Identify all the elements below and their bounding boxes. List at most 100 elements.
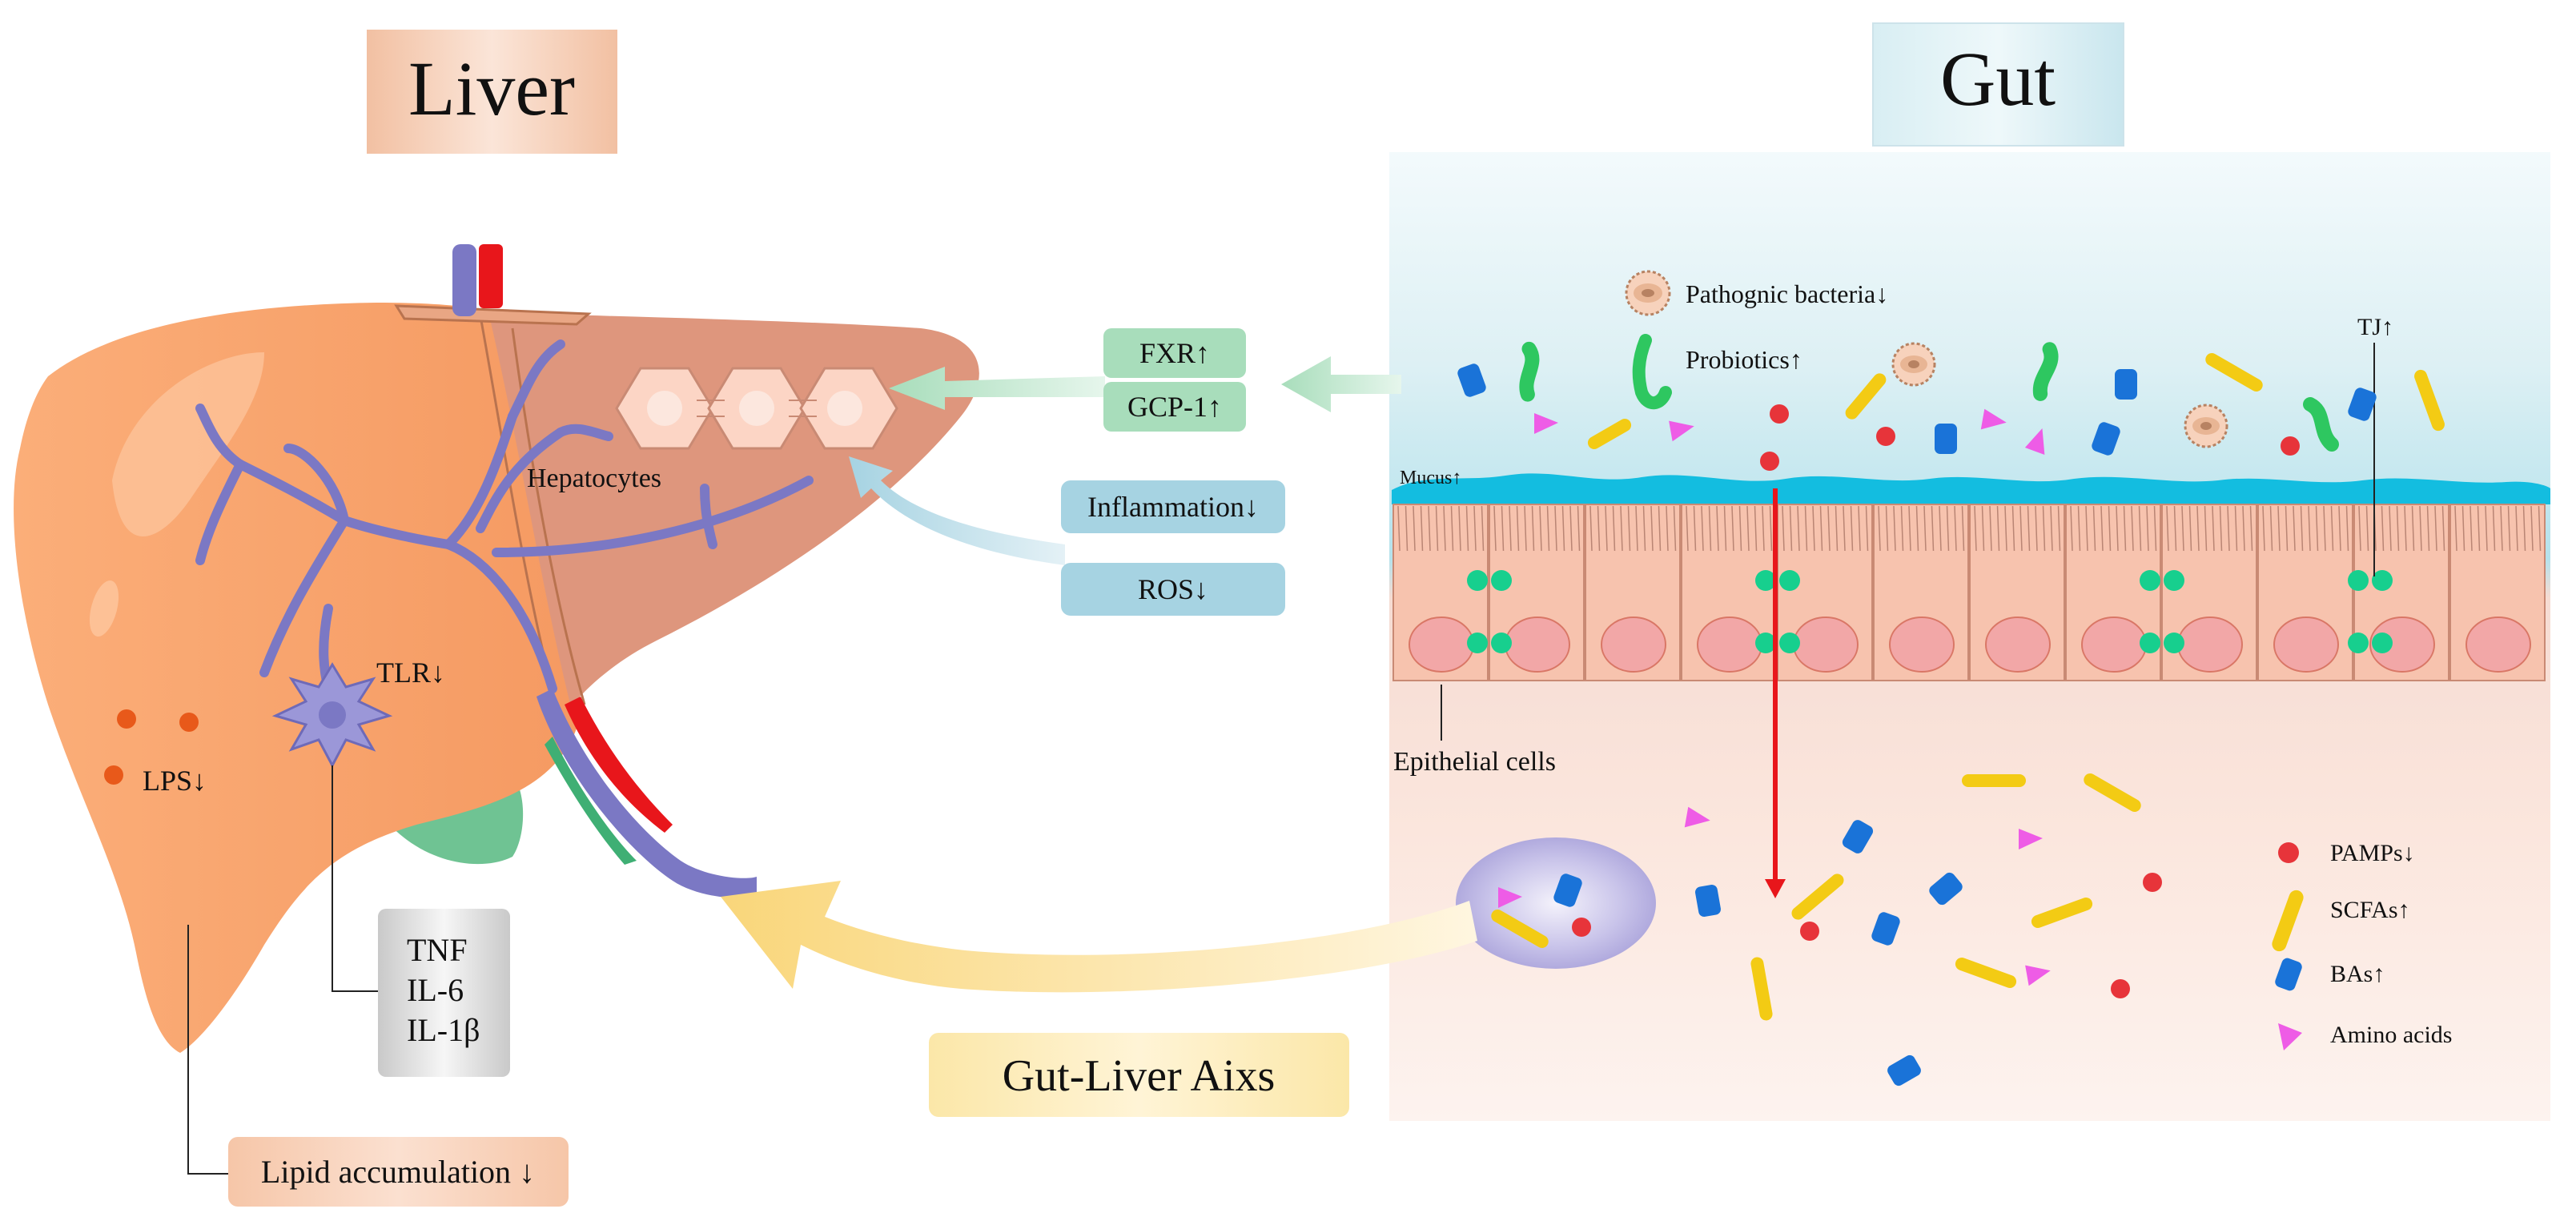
gut-liver-axis-arrow [721,881,1477,993]
blue-arrow-to-hepatocytes [849,456,1065,565]
gut-particles [1457,341,2445,1086]
ba-capsule [1871,912,1900,946]
microvilli [1397,505,1485,552]
gut-liver-axis-label: Gut-Liver Aixs [1003,1051,1276,1101]
cytokine-il1b: IL-1β [407,1012,480,1048]
cell-nucleus [2465,617,2531,673]
legend-pamps: PAMPs↓ [2330,840,2415,866]
bile-duct [545,737,637,865]
bacterium-nucleus [2200,422,2212,430]
tight-junction [1755,633,1776,653]
ba-capsule [2092,422,2120,456]
kupffer-cell-icon [271,662,393,769]
microvilli [1493,505,1581,552]
fxr-box: FXR↑ [1103,328,1246,378]
cell-nucleus [2177,617,2243,673]
liver-organ: Hepatocytes TLR↓ LPS↓ [14,244,979,1175]
green-arrow [1281,356,1401,412]
amino-acid-triangle [2019,829,2043,849]
probiotics-legend: Probiotics↑ [1632,334,1802,410]
cell-nucleus [1889,617,1955,673]
legend-bas: BAs↑ [2330,961,2385,987]
pathogenic-bacteria-legend: Pathognic bacteria↓ [1625,270,1888,316]
amino-acid-triangle [2025,965,2051,986]
inflammation-box: Inflammation↓ [1061,480,1285,533]
gut-title-box: Gut [1872,22,2124,147]
microvilli [2262,505,2349,552]
lipid-accumulation-box: Lipid accumulation ↓ [228,1137,569,1207]
pamp-dot [2111,979,2130,998]
epithelial-layer [1392,504,2546,681]
amino-acid-triangle [1534,413,1558,434]
pamp-dot [2143,873,2162,892]
hepatocytes-label: Hepatocytes [527,464,661,493]
portal-vein [536,689,757,898]
scfa-rod [1962,774,2026,787]
tight-junction [2164,633,2184,653]
pamp-dot [1770,404,1789,424]
liver-top-band [394,304,592,326]
amino-acid-triangle [2024,428,2045,455]
pamp-dot [1572,918,1591,937]
ros-box: ROS↓ [1061,563,1285,616]
microvilli [2070,505,2157,552]
tight-junction [2348,633,2369,653]
ba-capsule [1457,363,1486,397]
amino-acid-triangle [1980,408,2007,430]
ros-label: ROS↓ [1138,573,1208,605]
tight-junction [2140,570,2160,591]
tight-junction [2140,633,2160,653]
cell-nucleus [2369,617,2435,673]
lps-label: LPS↓ [143,765,207,797]
liver-title-box: Liver [367,30,617,154]
tj-label: TJ↑ [2357,314,2393,340]
magenta-triangle-icon [2278,1023,2302,1050]
legend-scfas: SCFAs↑ [2330,897,2410,923]
hepatic-artery [565,697,673,833]
top-artery [479,244,503,308]
pathogenic-bacterium [2184,404,2228,448]
legend: PAMPs↓ SCFAs↑ BAs↑ Amino acids [2272,840,2452,1050]
scfa-rod [2414,369,2445,432]
red-dot-icon [2278,842,2299,863]
ba-capsule [2115,369,2137,400]
amino-acid-triangle [1684,806,1710,828]
tight-junction [1779,633,1800,653]
microvilli [2454,505,2542,552]
lipid-accumulation-label: Lipid accumulation ↓ [261,1154,535,1190]
scfa-rod [2205,353,2263,392]
microvilli [2166,505,2253,552]
scfa-rod [1491,910,1549,948]
mucus-label: Mucus↑ [1400,468,1461,488]
cell-nucleus [1505,617,1570,673]
pamp-dot [2281,436,2300,456]
gcp1-label: GCP-1↑ [1127,391,1222,423]
scfa-rod [1791,874,1844,920]
microvilli [1782,505,1869,552]
scfa-rod [1750,957,1773,1021]
tight-junction [2348,570,2369,591]
scfa-rod [2031,898,2093,928]
pamp-dot [1800,922,1819,941]
pathogenic-bacteria-icon [1625,270,1671,316]
cytokine-il6: IL-6 [407,972,464,1008]
ba-capsule [1695,884,1721,918]
gcp1-box: GCP-1↑ [1103,382,1246,432]
legend-amino-acids: Amino acids [2330,1022,2452,1048]
pathogenic-bacteria-label: Pathognic bacteria↓ [1686,279,1888,308]
microvilli [1686,505,1773,552]
blue-capsule-icon [2275,958,2302,991]
cytokine-connector [332,765,378,992]
lps-dot [104,765,123,785]
pamp-dot [1876,427,1895,446]
tight-junction [1491,570,1512,591]
top-vein [452,244,476,316]
mucus-layer [1392,473,2550,504]
microvilli [1974,505,2061,552]
ba-capsule [1553,874,1582,907]
liver-highlight-small [89,580,119,637]
probiotics-icon [1632,334,1672,410]
probiotic [2303,397,2339,452]
cell-nucleus [1601,617,1666,673]
